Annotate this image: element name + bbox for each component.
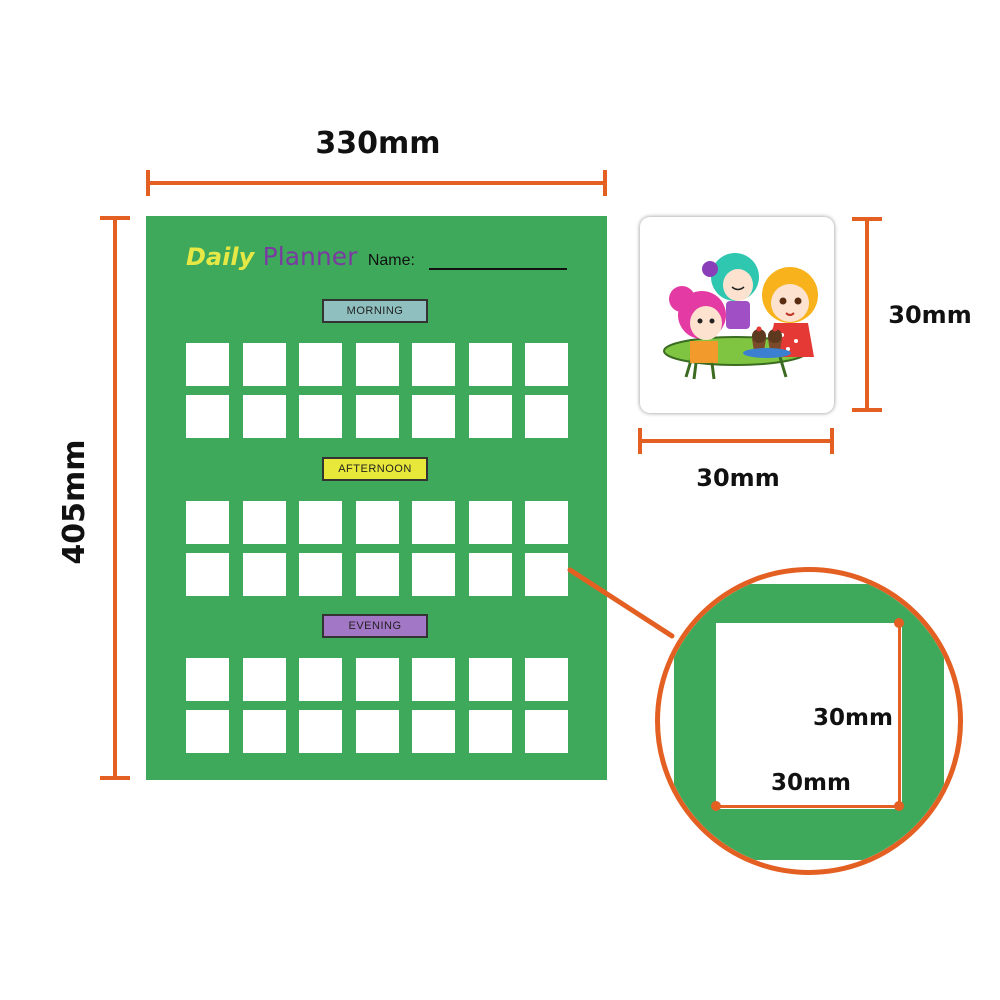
planner-cell <box>242 395 286 438</box>
sticker-sample <box>640 217 834 413</box>
planner-cell <box>355 395 399 438</box>
planner-cell <box>468 343 512 386</box>
sticker-height-label: 30mm <box>888 301 972 329</box>
daily-planner-board: Daily Planner Name: MORNING AFTERNOON EV… <box>146 216 607 780</box>
planner-cell <box>525 710 568 753</box>
planner-cell <box>186 395 229 438</box>
name-label: Name: <box>367 252 415 269</box>
planner-cell <box>468 395 512 438</box>
zoom-cell-right-edge <box>898 622 901 808</box>
planner-cell <box>468 553 512 596</box>
planner-cell <box>186 710 229 753</box>
planner-cell <box>299 710 342 753</box>
planner-cell <box>468 501 512 544</box>
planner-cell <box>355 501 399 544</box>
planner-cell <box>242 658 286 701</box>
planner-cell <box>468 710 512 753</box>
evening-grid <box>186 658 568 753</box>
section-label-afternoon: AFTERNOON <box>322 457 428 481</box>
sticker-width-label: 30mm <box>696 464 780 492</box>
zoom-connector-line <box>567 567 675 639</box>
planner-cell <box>355 710 399 753</box>
planner-cell <box>412 343 455 386</box>
zoom-cell-height-label: 30mm <box>813 705 893 731</box>
zoom-cell-bottom-edge <box>716 805 902 808</box>
planner-cell <box>412 553 455 596</box>
planner-cell <box>525 343 568 386</box>
zoom-cell-width-label: 30mm <box>771 770 851 796</box>
section-label-morning: MORNING <box>322 299 428 323</box>
planner-cell <box>186 501 229 544</box>
planner-cell <box>355 658 399 701</box>
zoom-corner-dot-bottom-right <box>894 801 904 811</box>
afternoon-grid <box>186 501 568 596</box>
board-width-label: 330mm <box>315 126 441 161</box>
planner-cell <box>412 658 455 701</box>
planner-cell <box>412 501 455 544</box>
planner-cell <box>299 658 342 701</box>
planner-cell <box>242 710 286 753</box>
zoom-corner-dot-bottom-left <box>711 801 721 811</box>
name-underline <box>429 268 567 270</box>
planner-cell <box>186 553 229 596</box>
planner-cell <box>525 395 568 438</box>
section-label-evening: EVENING <box>322 614 428 638</box>
planner-cell <box>299 501 342 544</box>
planner-cell <box>525 658 568 701</box>
cartoon-girls-illustration <box>663 253 818 380</box>
planner-cell <box>242 501 286 544</box>
planner-title: Daily Planner Name: <box>186 242 415 271</box>
zoom-corner-dot-top <box>894 618 904 628</box>
planner-cell <box>412 395 455 438</box>
planner-cell <box>468 658 512 701</box>
planner-cell <box>355 343 399 386</box>
planner-cell <box>525 553 568 596</box>
planner-cell <box>355 553 399 596</box>
planner-cell <box>186 658 229 701</box>
planner-cell <box>299 553 342 596</box>
title-daily: Daily <box>186 243 255 271</box>
planner-cell <box>242 343 286 386</box>
planner-cell <box>299 395 342 438</box>
board-height-label: 405mm <box>57 439 92 565</box>
planner-cell <box>299 343 342 386</box>
morning-grid <box>186 343 568 438</box>
zoom-white-cell <box>716 623 902 809</box>
planner-cell <box>242 553 286 596</box>
title-planner: Planner <box>262 242 358 271</box>
zoom-detail-circle: 30mm 30mm <box>655 567 963 875</box>
planner-cell <box>412 710 455 753</box>
planner-cell <box>525 501 568 544</box>
planner-cell <box>186 343 229 386</box>
